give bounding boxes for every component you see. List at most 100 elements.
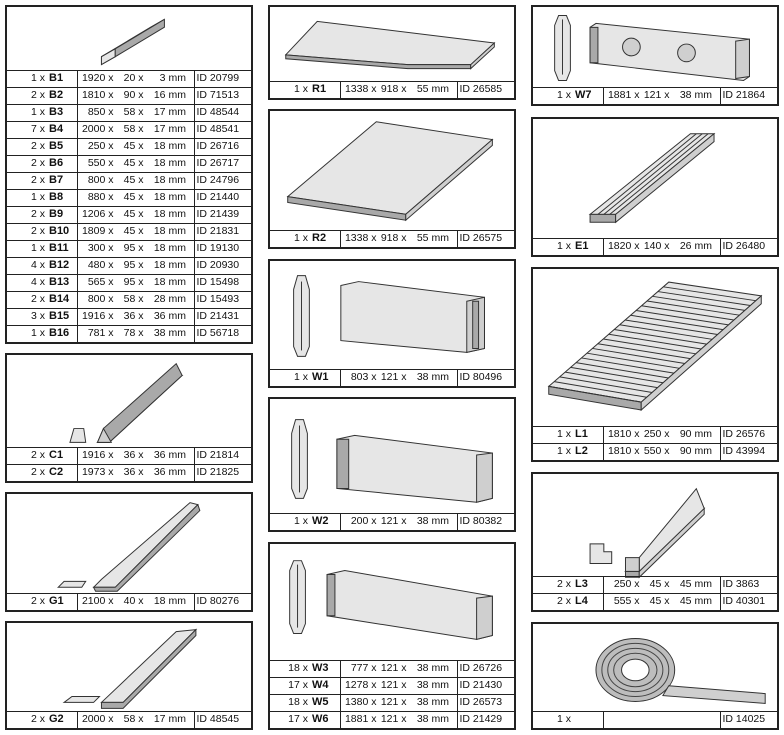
width: 550 x <box>643 445 670 458</box>
part-id: ID 26480 <box>720 237 777 255</box>
width: 250 x <box>643 428 670 440</box>
part-code: B6 <box>47 154 78 172</box>
slat-line <box>565 371 658 389</box>
quantity: 1 x <box>7 103 47 121</box>
quantity: 18 x <box>270 693 310 711</box>
grooved-board-illustration <box>533 119 777 239</box>
quantity: 7 x <box>7 120 47 138</box>
width: 45 x <box>649 578 670 590</box>
quantity: 18 x <box>270 659 310 677</box>
quantity: 1 x <box>7 324 47 342</box>
width: 45 x <box>123 225 144 237</box>
unit: mm <box>168 208 187 220</box>
angle-profile-illustration <box>533 474 777 594</box>
part-code: L1 <box>573 425 604 443</box>
unit: mm <box>168 89 187 101</box>
part-id: ID 26575 <box>457 229 514 247</box>
part-code: W4 <box>310 676 341 694</box>
quantity: 1 x <box>270 368 310 386</box>
height: 36 <box>153 310 166 322</box>
dimensions <box>603 710 721 728</box>
part-code: B16 <box>47 324 78 342</box>
length: 2100 x <box>81 595 114 608</box>
part-id: ID 26726 <box>457 659 514 677</box>
length: 1338 x <box>344 83 377 96</box>
part-id: ID 71513 <box>194 86 251 104</box>
length: 550 x <box>87 157 114 169</box>
quantity: 1 x <box>533 86 573 104</box>
part-id: ID 24796 <box>194 171 251 189</box>
height: 16 <box>153 89 166 101</box>
part-code: B11 <box>47 239 78 257</box>
triangular-strip-illustration <box>7 355 251 449</box>
unit: mm <box>168 123 187 135</box>
part-id: ID 15493 <box>194 290 251 308</box>
length: 1916 x <box>81 449 114 461</box>
width: 58 x <box>123 106 144 118</box>
quantity: 2 x <box>7 592 47 610</box>
part-id: ID 40301 <box>720 592 777 610</box>
width: 95 x <box>123 242 144 254</box>
length: 555 x <box>613 595 640 608</box>
length: 1916 x <box>81 310 114 322</box>
height: 18 <box>153 595 166 608</box>
slat-line <box>603 338 696 355</box>
length: 781 x <box>87 327 114 340</box>
length: 1810 x <box>81 89 114 101</box>
slat-line <box>548 385 642 403</box>
part-id: ID 26585 <box>457 80 514 98</box>
width: 36 x <box>123 449 144 461</box>
slatted-frame-illustration <box>533 269 777 427</box>
quantity: 2 x <box>7 205 47 223</box>
part-code: B12 <box>47 256 78 274</box>
quantity: 1 x <box>270 80 310 98</box>
slat-line <box>559 376 653 393</box>
length: 300 x <box>87 242 114 254</box>
height: 55 <box>416 83 429 96</box>
part-id: ID 48545 <box>194 710 251 728</box>
part-code: W2 <box>310 512 341 530</box>
flat-strip-illustration <box>7 623 251 712</box>
unit: mm <box>694 595 713 608</box>
length: 777 x <box>350 662 377 674</box>
quantity: 1 x <box>270 512 310 530</box>
part-code: W1 <box>310 368 341 386</box>
height: 38 <box>416 679 429 691</box>
unit: mm <box>431 662 450 674</box>
width: 95 x <box>123 276 144 288</box>
width: 58 x <box>123 123 144 135</box>
slat-line <box>570 366 664 384</box>
width: 918 x <box>380 232 407 245</box>
beveled-strip-illustration <box>7 494 251 594</box>
unit: mm <box>168 140 187 152</box>
width: 36 x <box>123 310 144 322</box>
quantity: 2 x <box>533 592 573 610</box>
length: 800 x <box>87 293 114 305</box>
width: 45 x <box>123 191 144 203</box>
part-code: B1 <box>47 69 78 87</box>
slat-line <box>575 362 669 379</box>
part-id: ID 48544 <box>194 103 251 121</box>
